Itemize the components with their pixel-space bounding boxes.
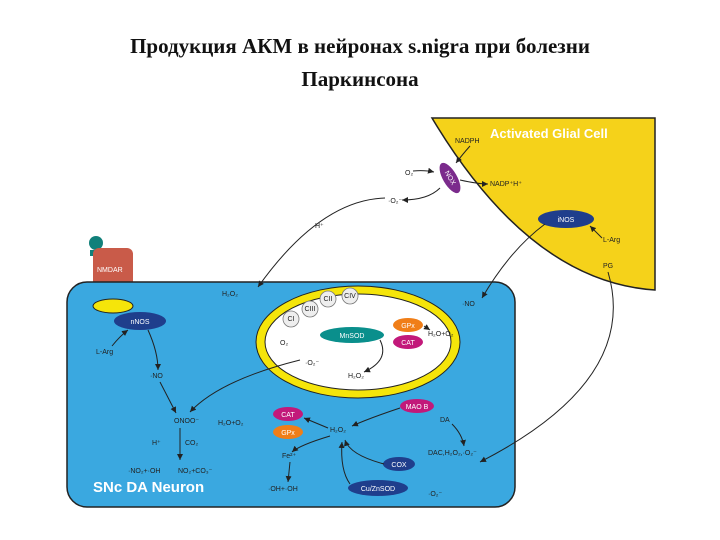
- mito-gpx-label: GPx: [401, 323, 415, 330]
- neuron-no-right-label: ·NO: [462, 301, 475, 308]
- arrow-nnos-to-no: [147, 329, 161, 371]
- mito-superoxide-label: ·O₂⁻: [305, 360, 319, 367]
- neuron-superoxide-label: ·O₂⁻: [428, 491, 442, 498]
- neuron-h2o-o2-label: H₂O+O₂: [218, 420, 244, 427]
- complex-ci-label: CI: [288, 316, 295, 323]
- arrow-superoxide-to-onoo: [189, 359, 301, 413]
- cox-enzyme: COX: [383, 457, 415, 471]
- glial-o2-label: O₂: [405, 170, 413, 177]
- nmdar-channel: [92, 298, 134, 314]
- arrow-larg-to-inos: [589, 225, 603, 239]
- complex-cii: CII: [319, 290, 337, 308]
- complex-ciii-label: CIII: [305, 306, 316, 313]
- mito-gpx-enzyme: GPx: [393, 318, 423, 332]
- inos-label: iNOS: [558, 217, 575, 224]
- oh-oh-label: ·OH+·OH: [268, 486, 298, 493]
- neuron-no-label: ·NO: [150, 373, 163, 380]
- mao-b-label: MAO B: [406, 404, 429, 411]
- neuron-cat-label: CAT: [281, 412, 295, 419]
- neuron-title: SNc DA Neuron: [93, 479, 204, 496]
- neuron-gpx-enzyme: GPx: [273, 425, 303, 439]
- nnos-enzyme: nNOS: [114, 312, 166, 330]
- mito-cat-enzyme: CAT: [393, 335, 423, 349]
- glial-h-plus-label: H⁺: [315, 223, 324, 230]
- glial-nadp-label: NADP⁺H⁺: [490, 181, 522, 188]
- onoo-label: ONOO⁻: [174, 418, 199, 425]
- neuron-h2o2-center-label: H₂O₂: [330, 427, 346, 434]
- glial-cell-body: [430, 117, 656, 291]
- nox-enzyme: NOX: [439, 162, 461, 194]
- cuzn-sod-enzyme: Cu/ZnSOD: [348, 480, 408, 496]
- mito-o2-label: O₂: [280, 340, 288, 347]
- arrow-no-to-onoo: [159, 381, 177, 414]
- nmdar-label: NMDAR: [97, 267, 123, 274]
- slide-title: Продукция АКМ в нейронах s.nigra при бол…: [0, 30, 720, 96]
- arrow-da-to-dac: [451, 423, 466, 447]
- neuron-l-arg-label: L-Arg: [96, 349, 113, 356]
- complex-civ-label: CIV: [344, 293, 356, 300]
- mito-h2o2-label: H₂O₂: [348, 373, 364, 380]
- arrow-cox-to-h2o2: [344, 439, 385, 465]
- mito-cat-label: CAT: [401, 340, 415, 347]
- arrow-mnsod-to-h2o2: [363, 339, 384, 373]
- arrow-mao-to-h2o2: [351, 407, 401, 427]
- arrow-pg-to-dac: [479, 271, 614, 463]
- da-label: DA: [440, 417, 450, 424]
- arrow-mito-gpx: [423, 324, 431, 331]
- glial-l-arg-label: L-Arg: [603, 237, 620, 244]
- inos-enzyme: iNOS: [538, 210, 594, 228]
- complex-ciii: CIII: [301, 300, 319, 318]
- fe-label: Fe²⁺: [282, 453, 297, 460]
- neuron-h-plus-label: H⁺: [152, 440, 161, 447]
- arrow-nox-to-nadp: [459, 179, 489, 187]
- mnsod-label: MnSOD: [340, 333, 365, 340]
- title-line-2: Паркинсона: [301, 67, 419, 91]
- title-line-1: Продукция АКМ в нейронах s.nigra при бол…: [130, 34, 590, 58]
- cuzn-sod-label: Cu/ZnSOD: [361, 486, 395, 493]
- arrow-superoxide-to-neuron: [257, 197, 386, 288]
- mito-h2o-o2-label: H₂O+O₂: [428, 331, 454, 338]
- arrow-larg-to-nnos: [111, 329, 129, 347]
- complex-ci: CI: [282, 310, 300, 328]
- no2-oh-label: ·NO₂+·OH: [128, 468, 160, 475]
- neuron-co2-label: CO₂: [185, 440, 199, 447]
- nnos-label: nNOS: [130, 319, 149, 326]
- arrow-fe-to-oh: [285, 461, 292, 483]
- glial-superoxide-label: ·O₂⁻: [388, 198, 402, 205]
- complex-civ: CIV: [341, 287, 359, 305]
- no2-co3-label: NO₂+CO₃⁻: [178, 468, 213, 475]
- glial-nadph-label: NADPH: [455, 138, 480, 145]
- mao-b-enzyme: MAO B: [400, 399, 434, 413]
- neuron-gpx-label: GPx: [281, 430, 295, 437]
- arrow-h2o2-to-cat: [303, 417, 329, 429]
- arrow-nox-superoxide: [401, 187, 441, 203]
- neuron-h2o2-in-label: H₂O₂: [222, 291, 238, 298]
- complex-cii-label: CII: [324, 296, 333, 303]
- arrow-h2o2-to-fe: [291, 435, 331, 453]
- arrow-inos-to-no: [481, 223, 546, 299]
- glial-cell-title: Activated Glial Cell: [490, 126, 608, 141]
- neuron-cat-enzyme: CAT: [273, 407, 303, 421]
- mnsod-enzyme: MnSOD: [320, 327, 384, 343]
- arrow-cuzn-to-h2o2: [338, 441, 351, 485]
- dac-label: DAC,H₂O₂,·O₂⁻: [428, 450, 477, 457]
- arrow-nadph-to-nox: [455, 145, 471, 164]
- cox-label: COX: [391, 462, 407, 469]
- glial-pg-label: PG: [603, 263, 613, 270]
- reaction-arrows: [111, 145, 614, 485]
- arrow-o2-to-nox: [412, 167, 435, 174]
